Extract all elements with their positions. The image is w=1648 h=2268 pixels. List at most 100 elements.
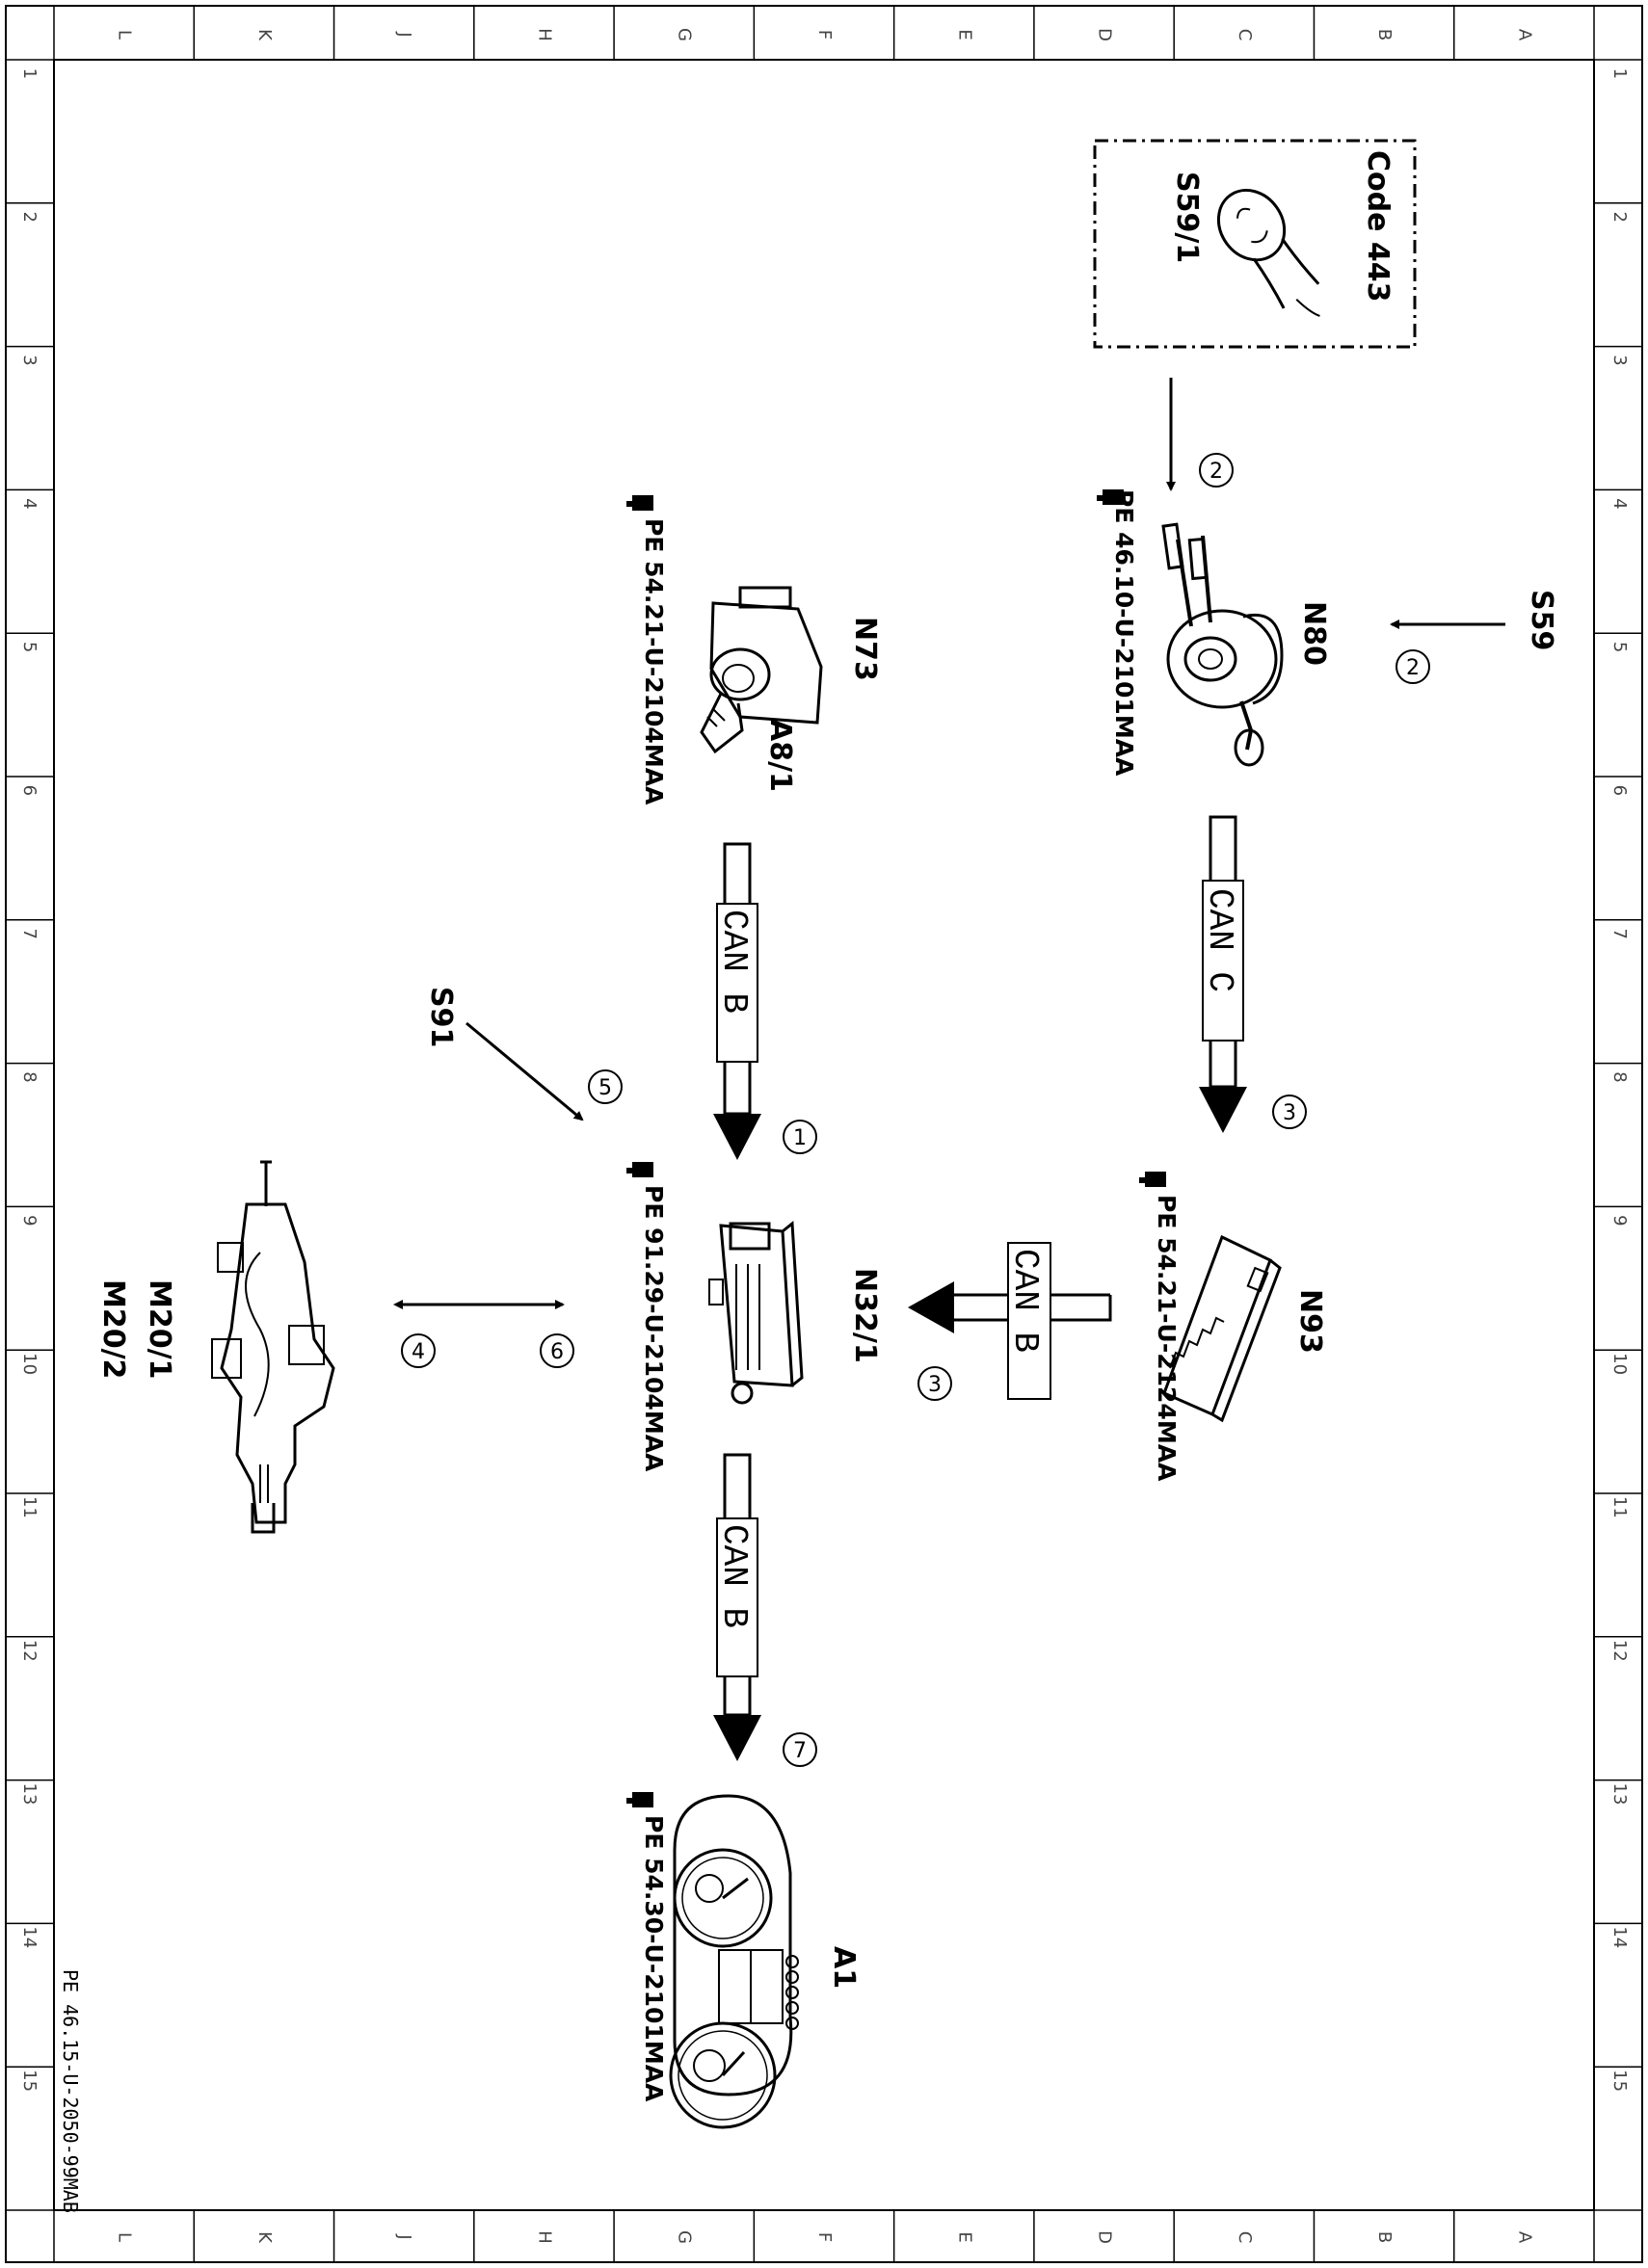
can-b-right-bus: CAN B 3: [908, 1242, 1112, 1401]
m20-1-label: M20/1: [143, 1279, 176, 1379]
col-label-top: G: [675, 28, 695, 41]
control-unit-icon: [708, 1221, 804, 1405]
col-label-bottom: H: [534, 2230, 554, 2244]
s59-label: S59: [1525, 590, 1558, 650]
n73-sub-label: A8/1: [763, 719, 797, 792]
a1-label: A1: [827, 1946, 861, 1989]
can-c-bus: CAN C 3: [1199, 815, 1307, 1133]
col-label-bottom: F: [814, 2232, 835, 2242]
row-label-left: 10: [19, 1353, 40, 1375]
ref-hand-icon: [626, 495, 653, 511]
svg-text:1: 1: [793, 1126, 807, 1150]
row-label-right: 4: [1609, 498, 1630, 509]
signal-2a: 2: [1199, 453, 1234, 488]
pushbutton-icon: [1216, 188, 1320, 317]
document-id: PE 46.15-U-2050-99MAB: [59, 1969, 82, 2213]
row-label-left: 1: [19, 68, 40, 79]
n32-1-label: N32/1: [848, 1268, 882, 1363]
row-label-left: 11: [19, 1496, 40, 1518]
svg-text:3: 3: [1283, 1101, 1296, 1125]
signal-5: 5: [588, 1069, 623, 1104]
svg-text:6: 6: [550, 1340, 564, 1364]
svg-text:2: 2: [1406, 656, 1420, 680]
m20-component: M20/1 M20/2: [96, 1160, 335, 1534]
col-label-bottom: D: [1095, 2230, 1115, 2244]
row-label-left: 13: [19, 1783, 40, 1806]
instrument-cluster-icon: [669, 1794, 799, 2129]
row-label-left: 8: [19, 1071, 40, 1082]
row-label-left: 2: [19, 211, 40, 222]
col-label-bottom: J: [394, 2233, 414, 2239]
svg-text:3: 3: [928, 1373, 942, 1397]
row-label-left: 12: [19, 1640, 40, 1662]
col-label-bottom: K: [254, 2231, 275, 2244]
n80-component: N80 PE 46.10-U-2101MAA: [1097, 489, 1331, 777]
row-label-left: 7: [19, 928, 40, 938]
row-label-left: 4: [19, 498, 40, 509]
signal-3a: 3: [1272, 1094, 1307, 1129]
row-label-right: 15: [1609, 2070, 1630, 2092]
n80-ref: PE 46.10-U-2101MAA: [1110, 489, 1138, 777]
can-b-top-label: CAN B: [714, 910, 754, 1014]
s59-input: S59 2: [1390, 590, 1558, 684]
signal-3b: 3: [917, 1366, 952, 1401]
double-arrow-4-6: 4 6: [393, 1300, 574, 1368]
row-label-right: 7: [1609, 928, 1630, 938]
module-box-icon: [1162, 1234, 1282, 1423]
row-label-right: 9: [1609, 1215, 1630, 1226]
n93-component: N93 PE 54.21-U-2124MAA: [1139, 1172, 1327, 1482]
row-label-left: 14: [19, 1926, 40, 1948]
row-label-right: 2: [1609, 211, 1630, 222]
col-label-bottom: B: [1374, 2231, 1395, 2243]
n32-1-component: N32/1 PE 91.29-U-2104MAA: [626, 1162, 882, 1472]
row-label-right: 8: [1609, 1071, 1630, 1082]
signal-1: 1: [783, 1120, 817, 1154]
s59-1-code: Code 443: [1361, 150, 1395, 303]
can-c-label: CAN C: [1200, 888, 1239, 992]
row-label-left: 5: [19, 642, 40, 652]
svg-text:4: 4: [412, 1340, 425, 1364]
s91-label: S91: [424, 987, 458, 1047]
row-label-right: 12: [1609, 1640, 1630, 1662]
ref-hand-icon: [1139, 1172, 1166, 1187]
col-label-top: J: [394, 31, 414, 37]
n80-label: N80: [1297, 601, 1331, 666]
signal-arrow-5: [465, 1021, 584, 1121]
ref-hand-icon: [626, 1792, 653, 1807]
signal-6: 6: [540, 1333, 574, 1368]
col-label-bottom: L: [115, 2232, 135, 2242]
svg-text:2: 2: [1209, 460, 1223, 484]
col-label-bottom: A: [1514, 2231, 1534, 2244]
row-label-right: 11: [1609, 1496, 1630, 1518]
row-label-right: 10: [1609, 1353, 1630, 1375]
svg-text:7: 7: [793, 1739, 807, 1763]
col-label-bottom: G: [675, 2230, 695, 2244]
s91-input: S91 5: [424, 987, 623, 1121]
can-b-bottom-bus: CAN B 7: [713, 1453, 817, 1767]
row-label-right: 1: [1609, 68, 1630, 79]
row-label-right: 5: [1609, 642, 1630, 652]
n73-component: N73 A8/1 PE 54.21-U-2104MAA: [626, 495, 882, 805]
col-label-top: B: [1374, 29, 1395, 40]
a1-component: A1 PE 54.30-U-2101MAA: [626, 1792, 861, 2129]
col-label-top: H: [534, 28, 554, 41]
row-label-left: 15: [19, 2070, 40, 2092]
row-label-right: 14: [1609, 1926, 1630, 1948]
signal-7: 7: [783, 1732, 817, 1767]
drawing-frame: [5, 5, 1643, 2263]
s59-1-component: Code 443 S59/1: [1093, 139, 1417, 349]
row-label-left: 6: [19, 785, 40, 796]
n93-ref: PE 54.21-U-2124MAA: [1153, 1195, 1181, 1482]
steering-switch-icon: [1161, 522, 1284, 767]
signal-2b: 2: [1395, 649, 1430, 684]
col-label-top: E: [954, 29, 974, 40]
col-label-top: D: [1095, 28, 1115, 41]
s59-1-label: S59/1: [1170, 171, 1204, 263]
n32-1-ref: PE 91.29-U-2104MAA: [640, 1185, 668, 1472]
n93-label: N93: [1293, 1289, 1327, 1354]
col-label-top: K: [254, 29, 275, 41]
ref-hand-icon: [626, 1162, 653, 1177]
a1-ref: PE 54.30-U-2101MAA: [640, 1815, 668, 2102]
